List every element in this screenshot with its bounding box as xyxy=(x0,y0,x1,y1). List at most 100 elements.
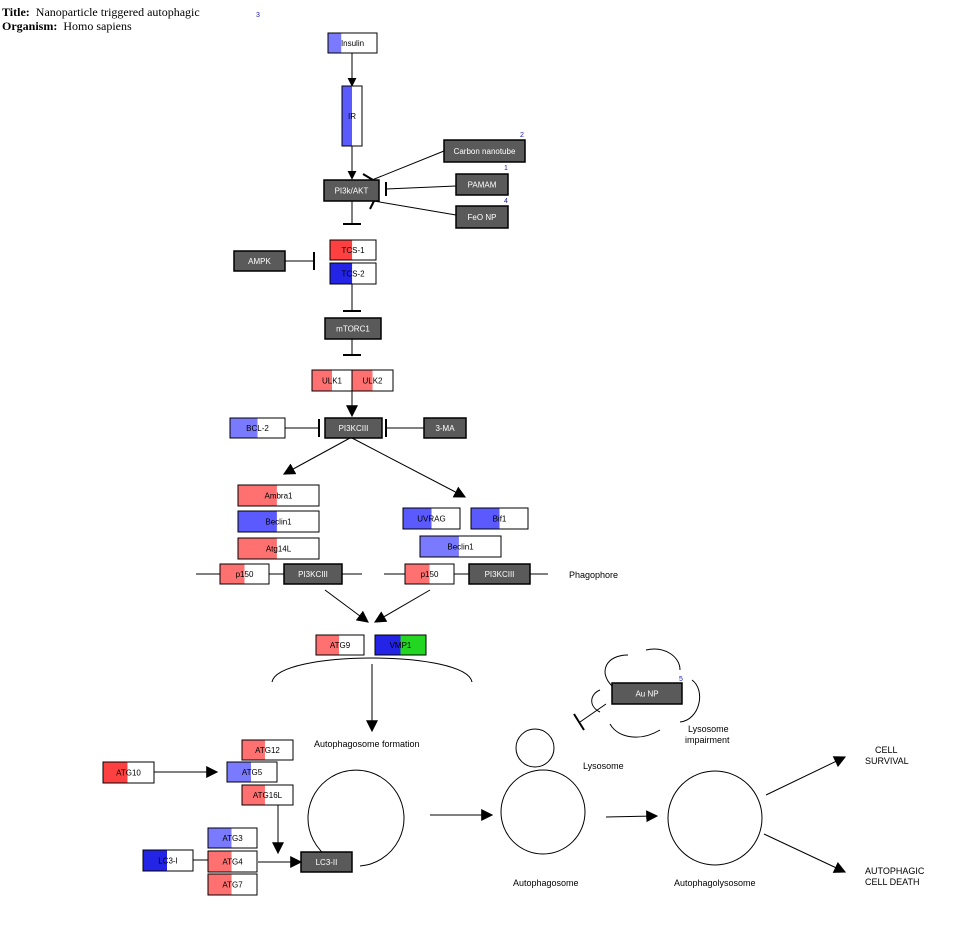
node-tsc2[interactable]: TCS-2 xyxy=(329,262,377,285)
node-tsc1-label: TCS-1 xyxy=(341,246,365,255)
organism-value: Homo sapiens xyxy=(63,19,132,33)
node-beclin1-left-label: Beclin1 xyxy=(265,518,292,527)
node-tsc1[interactable]: TCS-1 xyxy=(329,239,377,261)
node-ulk2[interactable]: ULK2 xyxy=(351,369,394,392)
node-beclin1-left[interactable]: Beclin1 xyxy=(237,510,320,533)
lysosome-impairment-label-2: impairment xyxy=(685,735,730,745)
node-ampk[interactable]: AMPK xyxy=(233,250,286,272)
node-uvrag-label: UVRAG xyxy=(417,515,445,524)
node-pi3kciii-left[interactable]: PI3KCIII xyxy=(283,563,343,585)
node-atg3[interactable]: ATG3 xyxy=(207,827,258,849)
node-vmp1-label: VMP1 xyxy=(390,641,412,650)
node-ampk-label: AMPK xyxy=(248,257,271,266)
autophagic-death-label-1: AUTOPHAGIC xyxy=(865,866,925,876)
node-ambra1-label: Ambra1 xyxy=(264,492,293,501)
node-pi3kciii-right-label: PI3KCIII xyxy=(485,570,515,579)
node-lc3-i[interactable]: LC3-I xyxy=(142,849,194,872)
node-atg16l-label: ATG16L xyxy=(253,791,283,800)
node-atg5-label: ATG5 xyxy=(242,768,263,777)
node-three-ma-label: 3-MA xyxy=(435,424,455,433)
reference-1[interactable]: 1 xyxy=(504,165,508,172)
node-atg4[interactable]: ATG4 xyxy=(207,850,258,873)
node-bcl2[interactable]: BCL-2 xyxy=(229,417,286,439)
autophagic-death-label-2: CELL DEATH xyxy=(865,877,920,887)
node-atg5[interactable]: ATG5 xyxy=(226,761,278,783)
node-au-np[interactable]: Au NP xyxy=(611,682,683,705)
node-lc3-i-label: LC3-I xyxy=(158,857,178,866)
node-pi3kciii-right[interactable]: PI3KCIII xyxy=(468,563,531,585)
node-pamam-label: PAMAM xyxy=(468,181,497,190)
node-atg4-label: ATG4 xyxy=(222,858,243,867)
node-ir[interactable]: IR xyxy=(341,85,363,147)
node-carbon-nanotube[interactable]: Carbon nanotube xyxy=(443,139,526,163)
pathway-title: Nanoparticle triggered autophagic xyxy=(35,5,200,19)
node-atg7[interactable]: ATG7 xyxy=(207,873,258,896)
phagophore-label: Phagophore xyxy=(569,570,618,580)
autophagolysosome-label: Autophagolysosome xyxy=(674,878,756,888)
lysosome-impairment-cloud xyxy=(591,648,701,738)
reference-2[interactable]: 2 xyxy=(520,132,524,139)
node-atg9-label: ATG9 xyxy=(330,641,351,650)
node-atg9[interactable]: ATG9 xyxy=(315,634,365,656)
autophagosome-formation-label: Autophagosome formation xyxy=(314,739,420,749)
node-tsc2-label: TCS-2 xyxy=(341,270,365,279)
node-uvrag[interactable]: UVRAG xyxy=(402,507,461,530)
cell-survival-label-2: SURVIVAL xyxy=(865,756,909,766)
node-p150-left[interactable]: p150 xyxy=(219,563,270,585)
node-three-ma[interactable]: 3-MA xyxy=(423,417,467,439)
node-pi3k-akt-label: PI3k/AKT xyxy=(335,187,369,196)
node-ulk2-label: ULK2 xyxy=(362,377,383,386)
title-line: Title: Nanoparticle triggered autophagic xyxy=(2,5,200,20)
node-insulin-label: Insulin xyxy=(341,39,364,48)
phagophore-membrane xyxy=(307,769,405,867)
node-atg10[interactable]: ATG10 xyxy=(102,761,155,784)
node-p150-right[interactable]: p150 xyxy=(404,563,455,585)
node-ulk1[interactable]: ULK1 xyxy=(311,369,353,392)
node-pamam[interactable]: PAMAM xyxy=(455,173,509,196)
node-p150-right-label: p150 xyxy=(421,570,439,579)
node-ir-label: IR xyxy=(348,112,356,121)
labels: Phagophore Autophagosome formation Lysos… xyxy=(314,570,925,888)
node-insulin[interactable]: Insulin xyxy=(327,32,378,54)
reference-5[interactable]: 5 xyxy=(679,676,683,683)
node-atg12-label: ATG12 xyxy=(255,746,280,755)
title-label: Title: xyxy=(2,5,30,19)
node-bif1[interactable]: Bif1 xyxy=(470,507,529,530)
node-atg3-label: ATG3 xyxy=(222,834,243,843)
node-feo-np[interactable]: FeO NP xyxy=(455,205,509,229)
node-ulk1-label: ULK1 xyxy=(322,377,343,386)
autophagosome-shape xyxy=(500,769,586,855)
node-vmp1[interactable]: VMP1 xyxy=(374,634,427,656)
node-atg12[interactable]: ATG12 xyxy=(241,739,294,761)
cell-survival-label-1: CELL xyxy=(875,745,898,755)
node-atg14l[interactable]: Atg14L xyxy=(237,537,320,560)
organism-line: Organism: Homo sapiens xyxy=(2,19,132,34)
reference-3[interactable]: 3 xyxy=(256,12,260,19)
node-pi3k-akt[interactable]: PI3k/AKT xyxy=(323,179,380,202)
reference-4[interactable]: 4 xyxy=(504,198,508,205)
node-mtorc1-label: mTORC1 xyxy=(336,325,370,334)
node-pi3kciii-main[interactable]: PI3KCIII xyxy=(324,417,383,439)
node-atg16l[interactable]: ATG16L xyxy=(241,784,294,806)
node-pi3kciii-left-label: PI3KCIII xyxy=(298,570,328,579)
organelles xyxy=(307,648,763,867)
node-bcl2-label: BCL-2 xyxy=(246,424,269,433)
node-au-np-label: Au NP xyxy=(635,690,658,699)
lysosome-shape xyxy=(515,728,555,768)
lysosome-label: Lysosome xyxy=(583,761,624,771)
node-mtorc1[interactable]: mTORC1 xyxy=(324,317,382,340)
node-atg14l-label: Atg14L xyxy=(266,545,292,554)
node-ambra1[interactable]: Ambra1 xyxy=(237,484,320,507)
node-atg7-label: ATG7 xyxy=(222,881,243,890)
node-p150-left-label: p150 xyxy=(236,570,254,579)
node-lc3-ii[interactable]: LC3-II xyxy=(300,851,353,873)
node-feo-np-label: FeO NP xyxy=(468,213,497,222)
node-atg10-label: ATG10 xyxy=(116,769,141,778)
node-lc3-ii-label: LC3-II xyxy=(316,858,338,867)
autophagosome-label: Autophagosome xyxy=(513,878,579,888)
node-beclin1-right[interactable]: Beclin1 xyxy=(419,535,502,558)
organism-label: Organism: xyxy=(2,19,58,33)
node-pi3kciii-main-label: PI3KCIII xyxy=(339,424,369,433)
node-carbon-nanotube-label: Carbon nanotube xyxy=(454,147,516,156)
